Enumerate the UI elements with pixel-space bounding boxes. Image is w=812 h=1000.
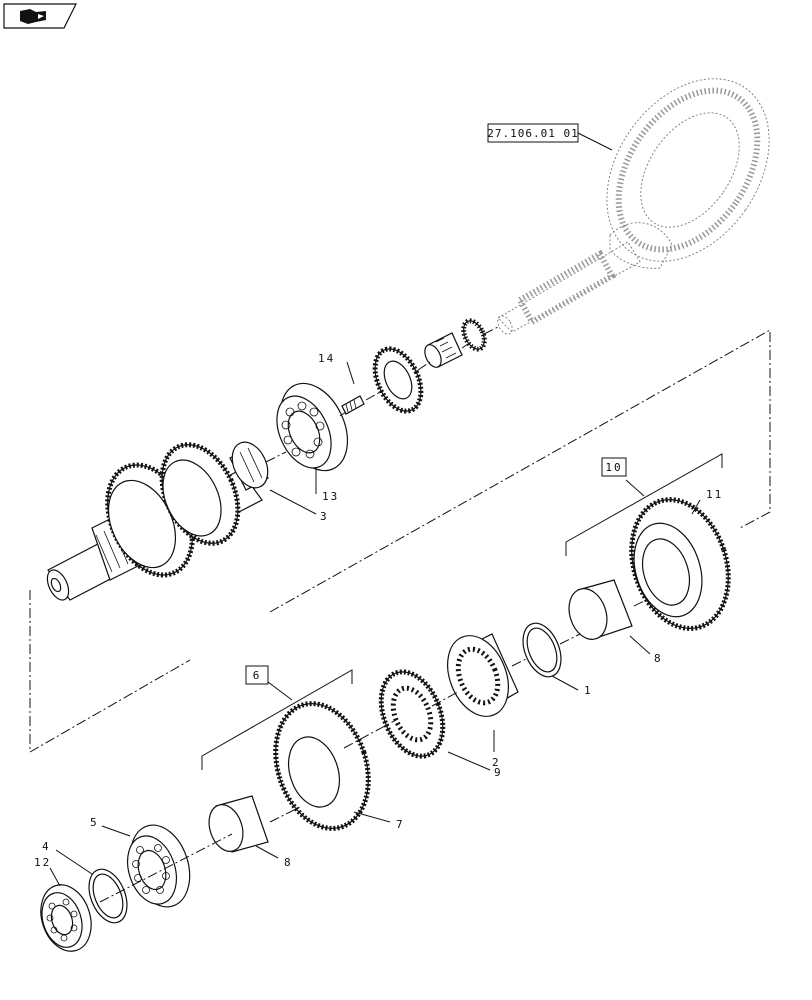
callout-9: 9 <box>494 766 503 779</box>
part-9-sync-hub <box>378 669 446 759</box>
callout-11: 11 <box>706 488 723 501</box>
needle-bearing <box>424 332 463 368</box>
part-1-snap-ring <box>522 622 562 678</box>
callout-7: 7 <box>396 818 405 831</box>
crown-wheel-reference <box>606 78 770 269</box>
part-14-pin <box>341 395 365 415</box>
callout-3: 3 <box>320 510 329 523</box>
assembly-6-leader <box>267 681 293 701</box>
part-12-bearing <box>40 884 92 952</box>
part-2-shift-sleeve <box>447 633 519 717</box>
part-3-countershaft <box>46 441 269 601</box>
assembly-10-bracket <box>565 453 723 556</box>
assembly-6-bracket <box>201 669 353 770</box>
lower-axis-centreline <box>99 597 651 903</box>
callout-8-upper: 8 <box>654 652 663 665</box>
part-7-gear <box>273 701 371 831</box>
leader-lines <box>49 361 701 887</box>
callout-box-10[interactable]: 10 <box>601 457 627 477</box>
reference-label-box[interactable]: 27.106.01 01 <box>487 123 579 143</box>
pinion-shaft-reference <box>497 241 641 335</box>
part-5-bearing <box>126 824 191 908</box>
pinion-bearing-cage <box>461 318 487 352</box>
svg-text:6: 6 <box>253 669 262 682</box>
callout-12: 12 <box>34 856 51 869</box>
callout-1: 1 <box>584 684 593 697</box>
upper-axis-centreline <box>265 325 501 463</box>
sync-gear-small <box>372 346 424 414</box>
callout-box-6[interactable]: 6 <box>245 665 269 685</box>
part-11-gear <box>629 497 731 631</box>
assembly-boundary-dashed <box>29 329 771 753</box>
nav-back-button[interactable] <box>3 3 77 29</box>
reference-text: 27.106.01 01 <box>487 127 578 140</box>
callout-labels: 14 13 3 11 8 1 2 9 7 8 5 4 12 <box>34 352 723 869</box>
callout-4: 4 <box>42 840 51 853</box>
part-8-bushing-upper <box>568 579 633 640</box>
part-8-bushing-lower <box>208 795 269 853</box>
callout-2: 2 <box>492 756 501 769</box>
part-13-bearing <box>276 382 349 472</box>
assembly-10-leader <box>625 479 645 497</box>
svg-text:10: 10 <box>605 461 622 474</box>
callout-13: 13 <box>322 490 339 503</box>
back-arrow-icon <box>20 9 46 24</box>
callout-8-lower: 8 <box>284 856 293 869</box>
callout-14: 14 <box>318 352 335 365</box>
reference-leader <box>577 132 613 151</box>
callout-5: 5 <box>90 816 99 829</box>
